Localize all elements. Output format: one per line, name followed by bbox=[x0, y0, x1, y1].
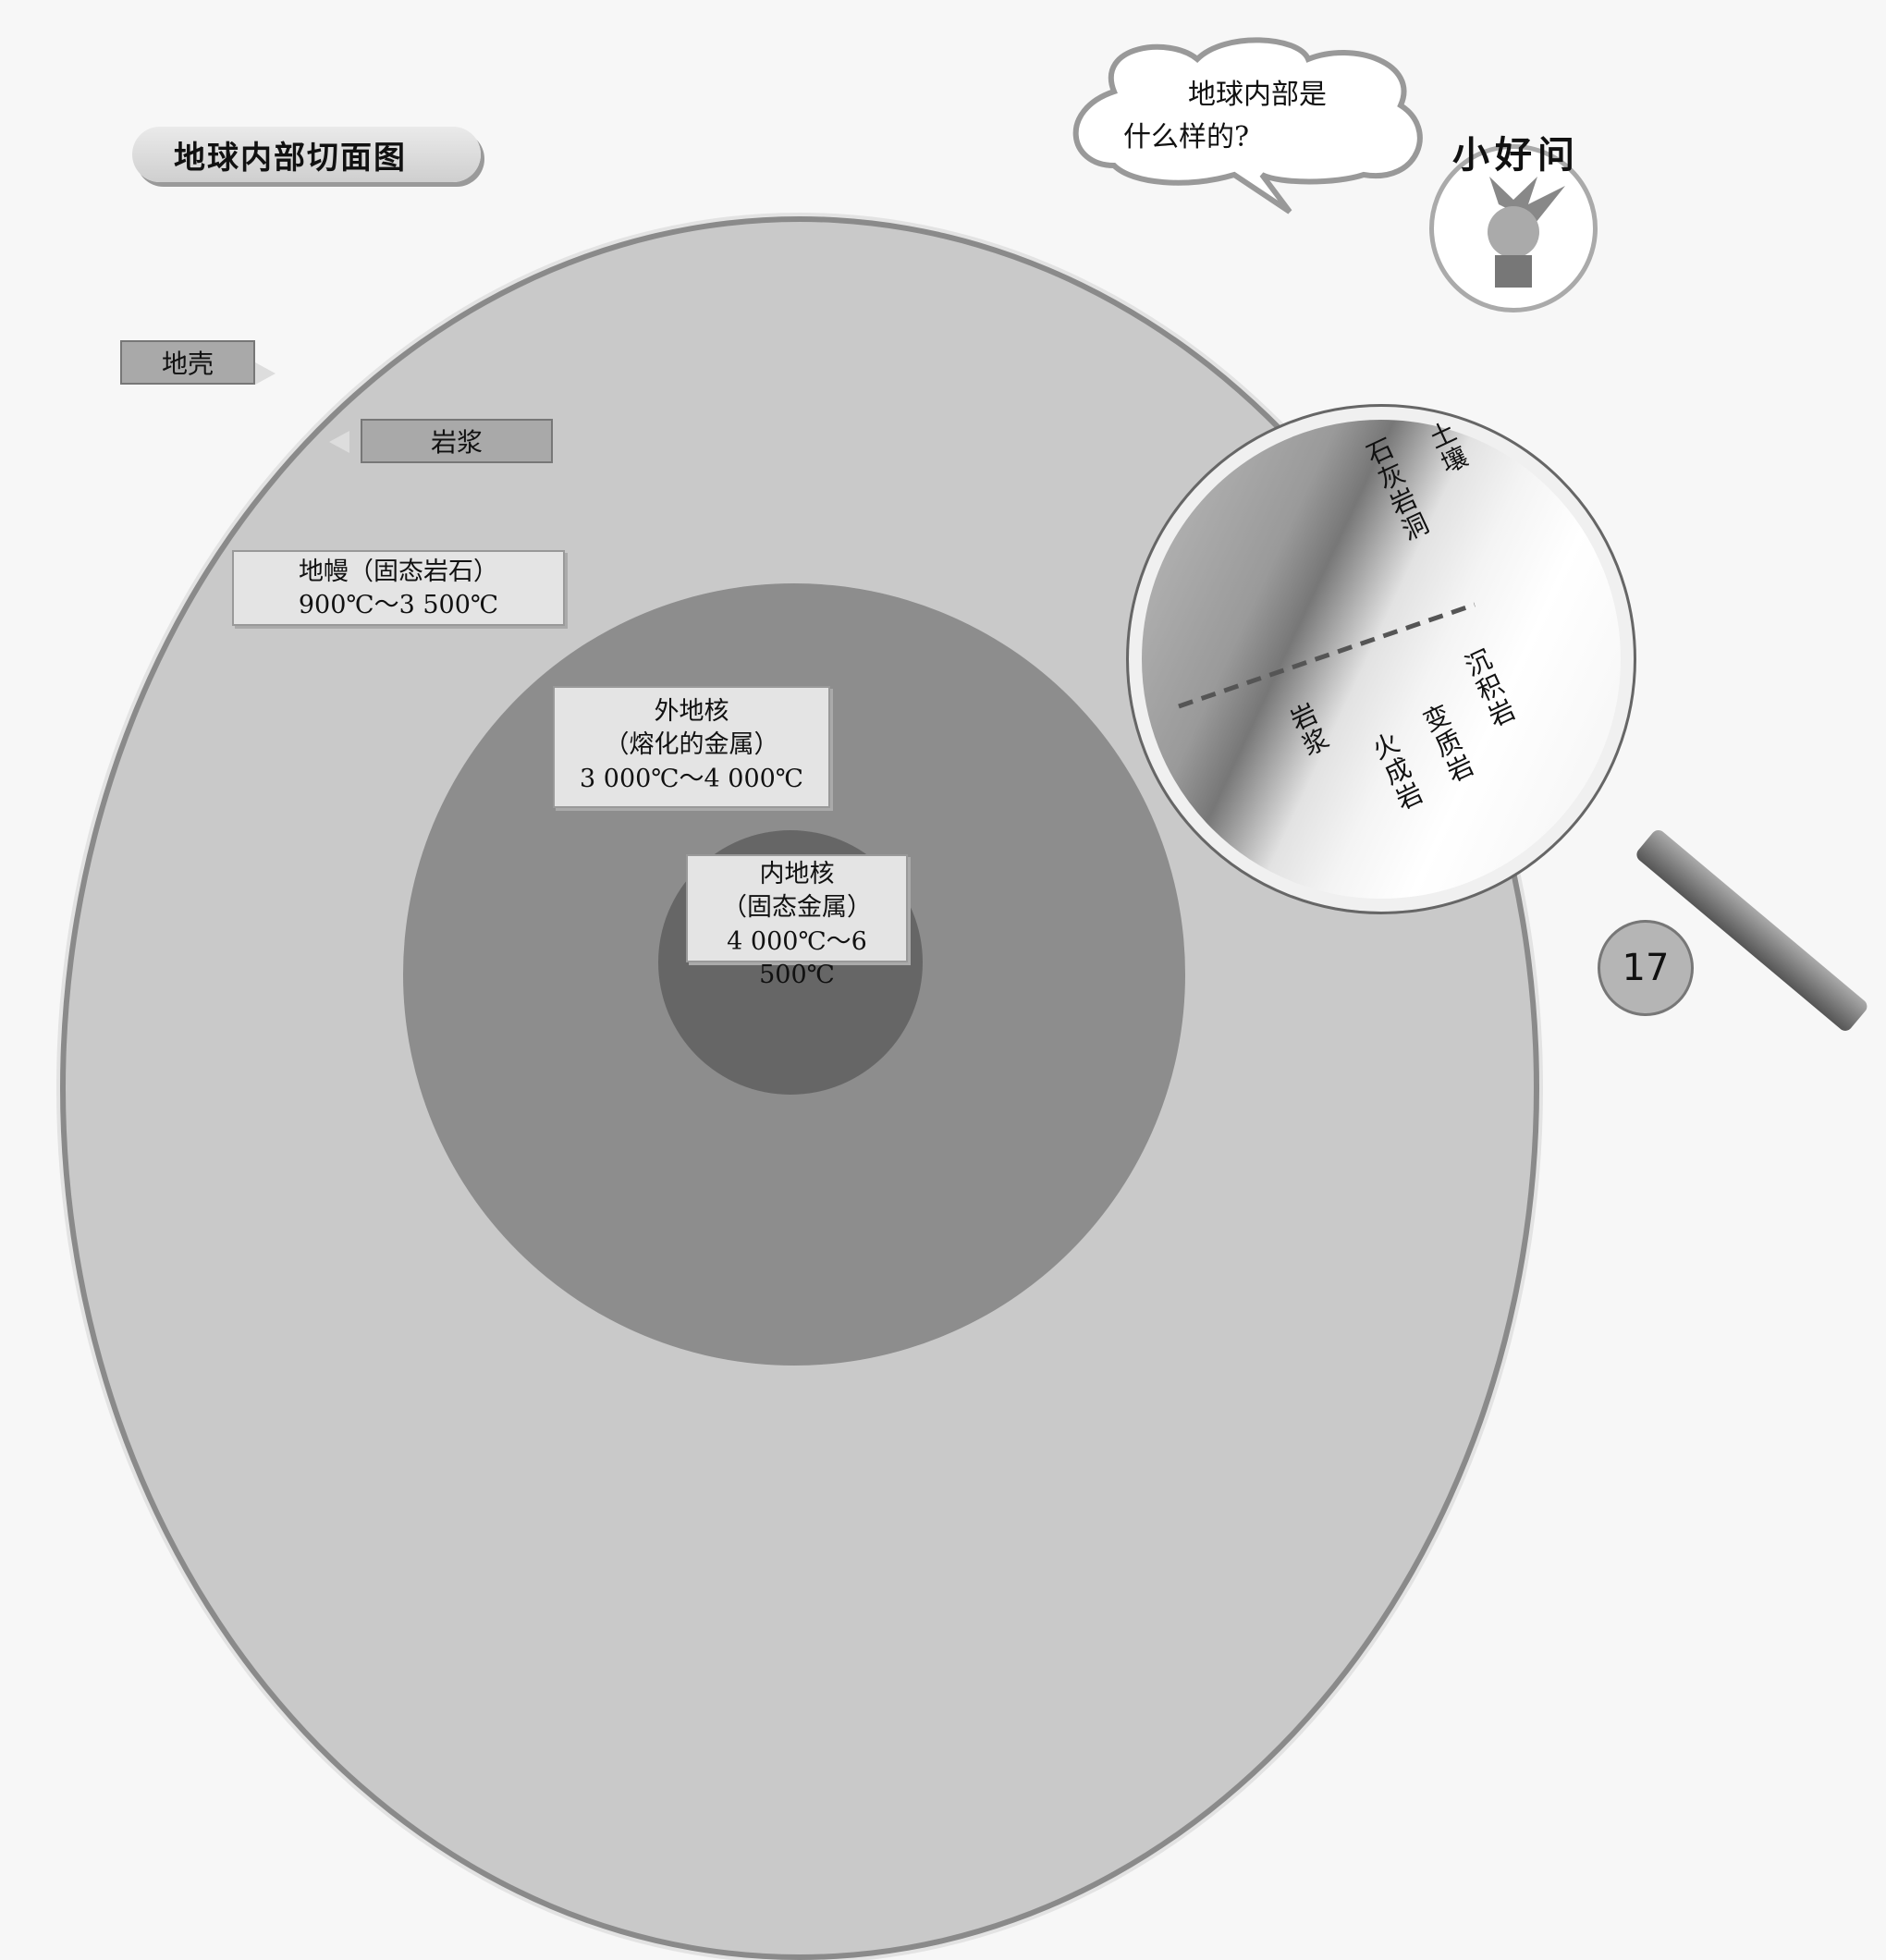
inner-core-label: 内地核 （固态金属） 4 000℃～6 500℃ bbox=[686, 854, 908, 989]
outer-core-desc: （熔化的金属） bbox=[604, 730, 779, 760]
speech-text: 地球内部是 什么样的? bbox=[1123, 74, 1401, 159]
mascot-title: 小好问 bbox=[1452, 134, 1580, 177]
inner-core-temp: 4 000℃～6 500℃ bbox=[727, 926, 867, 990]
magnifier-lens bbox=[1126, 404, 1636, 914]
magma-arrow-icon bbox=[329, 431, 349, 453]
mantle-label: 地幔（固态岩石） 900℃～3 500℃ bbox=[232, 550, 565, 626]
page-title: 地球内部切面图 bbox=[132, 127, 481, 182]
speech-line-1: 地球内部是 bbox=[1188, 79, 1327, 111]
mascot-icon bbox=[1462, 177, 1565, 288]
crust-arrow-icon bbox=[255, 362, 276, 385]
mascot-avatar bbox=[1429, 144, 1598, 312]
crust-label: 地壳 bbox=[120, 340, 255, 385]
inner-core-name: 内地核 bbox=[759, 860, 835, 888]
outer-core-name: 外地核 bbox=[654, 697, 729, 726]
dashed-line-icon bbox=[1178, 602, 1476, 709]
speech-line-2: 什么样的? bbox=[1123, 121, 1250, 153]
magma-label: 岩浆 bbox=[361, 419, 553, 463]
outer-core-label: 外地核 （熔化的金属） 3 000℃～4 000℃ bbox=[553, 686, 830, 808]
mantle-temp: 900℃～3 500℃ bbox=[298, 591, 499, 620]
outer-core-temp: 3 000℃～4 000℃ bbox=[580, 764, 803, 793]
inner-core-desc: （固态金属） bbox=[722, 893, 872, 923]
mantle-name: 地幔（固态岩石） bbox=[299, 557, 498, 586]
speech-cloud-icon bbox=[1072, 37, 1423, 214]
page-number: 17 bbox=[1598, 920, 1694, 1016]
